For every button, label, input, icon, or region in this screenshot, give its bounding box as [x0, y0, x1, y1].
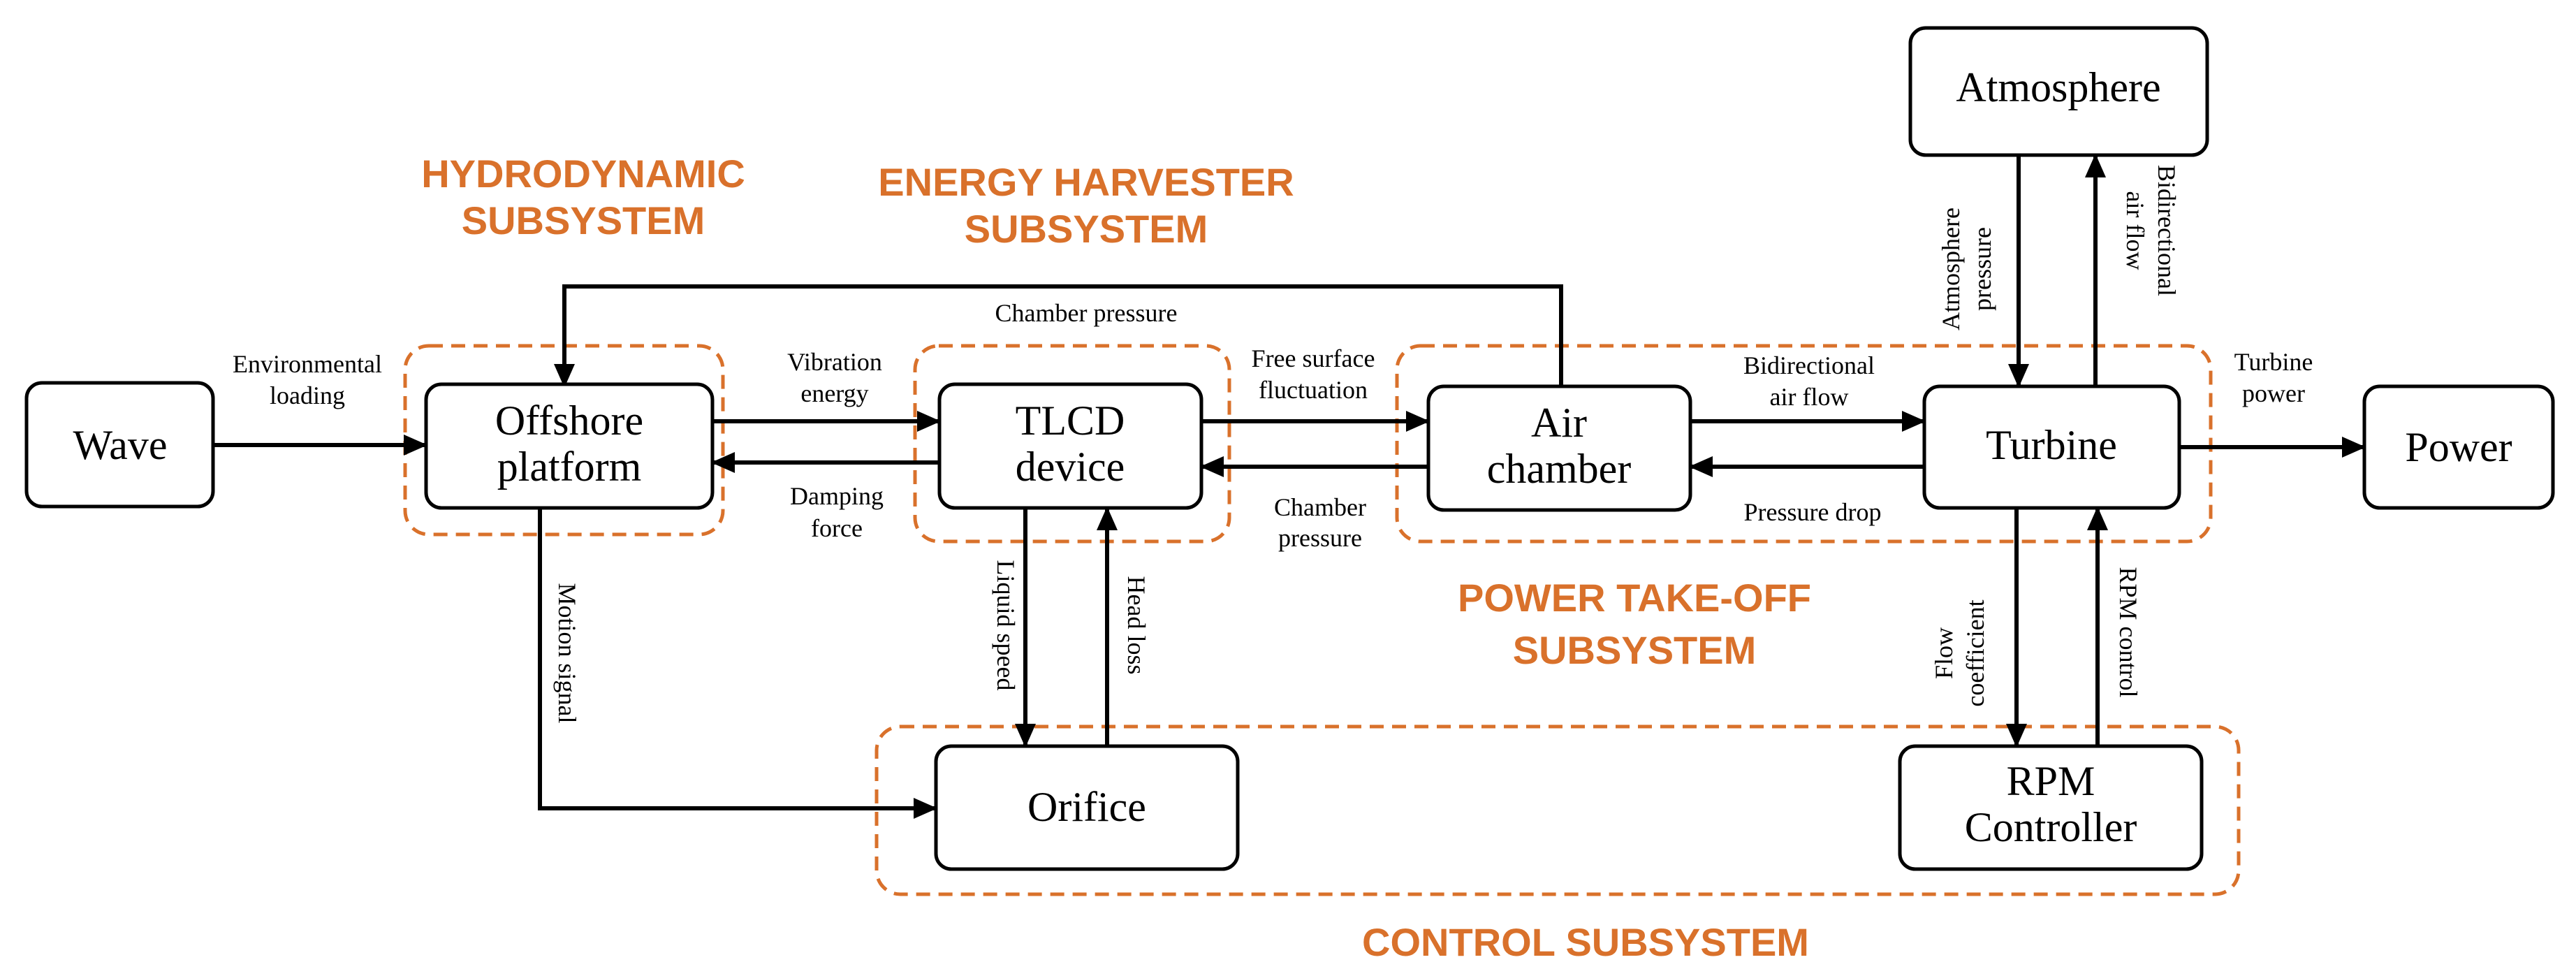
- energy-harvester-title-line2: SUBSYSTEM: [965, 207, 1208, 251]
- control-subsystem-title: CONTROL SUBSYSTEM: [1362, 920, 1809, 964]
- tlcd-device-label-line2: device: [1016, 444, 1125, 490]
- edge-label-free-surface-2: fluctuation: [1259, 376, 1368, 404]
- edge-label-turbine-power-1: Turbine: [2234, 348, 2313, 376]
- hydrodynamic-title-line2: SUBSYSTEM: [462, 198, 705, 242]
- edge-label-bidirectional-v-2: air flow: [2121, 191, 2149, 270]
- edge-label-chamber-pressure-top: Chamber pressure: [995, 299, 1178, 327]
- energy-harvester-title-line1: ENERGY HARVESTER: [878, 160, 1294, 204]
- turbine-node: [1922, 384, 2181, 510]
- tlcd-device-label-line1: TLCD: [1016, 398, 1125, 444]
- wave-label: Wave: [73, 422, 167, 468]
- edge-label-flow-coefficient-1: Flow: [1930, 627, 1958, 679]
- edge-label-environmental-1: Environmental: [233, 350, 382, 378]
- edge-label-vibration-2: energy: [800, 379, 868, 407]
- offshore-platform-label-line2: platform: [497, 444, 642, 490]
- edge-label-bidirectional-v-1: Bidirectional: [2153, 165, 2181, 296]
- edge-label-atmosphere-pressure-1: Atmosphere: [1937, 207, 1965, 330]
- edge-label-environmental-2: loading: [270, 381, 345, 409]
- atmosphere-node: [1908, 26, 2209, 157]
- tlcd-device-node: [937, 382, 1203, 510]
- edge-label-bidirectional-h-2: air flow: [1770, 383, 1849, 411]
- edge-label-bidirectional-h-1: Bidirectional: [1743, 351, 1875, 379]
- power-take-off-title-line1: POWER TAKE-OFF: [1458, 576, 1811, 620]
- power-take-off-subsystem-group: [1395, 344, 2213, 544]
- edge-label-pressure-drop: Pressure drop: [1744, 498, 1882, 526]
- edge-offshore-to-orifice-motion: [538, 508, 937, 819]
- edge-label-damping-1: Damping: [790, 482, 884, 510]
- edge-label-flow-coefficient-2: coefficient: [1961, 599, 1989, 706]
- edge-label-chamber-pressure-2: pressure: [1278, 524, 1362, 552]
- edge-label-damping-2: force: [811, 514, 863, 542]
- rpm-controller-node: [1898, 744, 2204, 871]
- edge-label-atmosphere-pressure-2: pressure: [1968, 227, 1996, 311]
- atmosphere-label: Atmosphere: [1956, 64, 2160, 110]
- orifice-label: Orifice: [1027, 784, 1146, 830]
- offshore-platform-label-line1: Offshore: [495, 398, 643, 444]
- offshore-platform-node: [424, 382, 715, 510]
- edge-label-liquid-speed: Liquid speed: [992, 560, 1020, 691]
- air-chamber-label-line1: Air: [1531, 400, 1587, 446]
- edge-label-rpm-control: RPM control: [2114, 567, 2142, 697]
- orifice-node: [934, 744, 1240, 871]
- power-label: Power: [2405, 424, 2512, 470]
- edge-air-to-offshore-chamber-pressure: [554, 284, 1563, 388]
- air-chamber-label-line2: chamber: [1487, 446, 1632, 492]
- turbine-label: Turbine: [1986, 422, 2117, 468]
- hydrodynamic-title-line1: HYDRODYNAMIC: [421, 152, 745, 196]
- air-chamber-node: [1426, 384, 1692, 512]
- edge-label-chamber-pressure-1: Chamber: [1274, 493, 1366, 521]
- edge-label-head-loss: Head loss: [1122, 576, 1150, 675]
- edge-label-turbine-power-2: power: [2242, 379, 2305, 407]
- rpm-controller-label-line1: RPM: [2007, 758, 2095, 804]
- rpm-controller-label-line2: Controller: [1965, 804, 2137, 850]
- edge-label-free-surface-1: Free surface: [1252, 344, 1375, 372]
- control-subsystem-group: [874, 724, 2241, 896]
- edge-label-motion-signal: Motion signal: [553, 583, 581, 723]
- power-node: [2362, 384, 2555, 510]
- wave-node: [24, 381, 215, 509]
- power-take-off-title-line2: SUBSYSTEM: [1513, 628, 1757, 672]
- edge-label-vibration-1: Vibration: [787, 348, 882, 376]
